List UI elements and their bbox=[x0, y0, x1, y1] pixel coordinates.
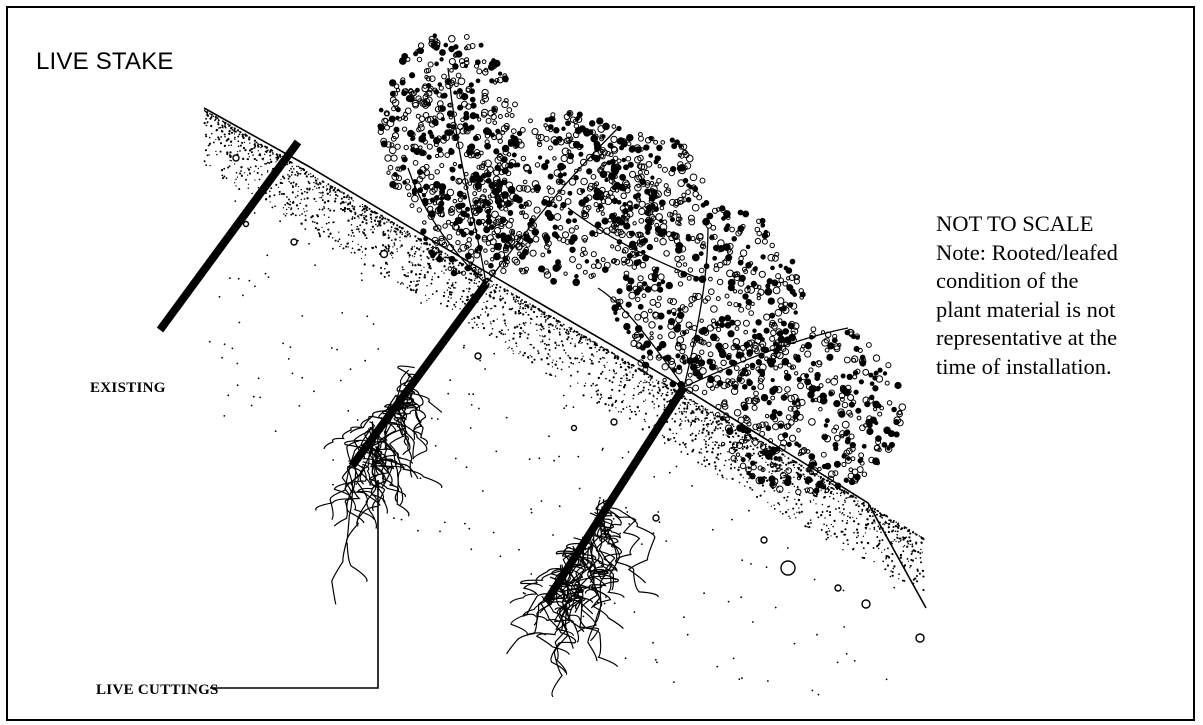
not-to-scale-heading: NOT TO SCALE bbox=[936, 211, 1094, 236]
live-cutting-stake-1 bbox=[348, 281, 490, 469]
note-line: plant material is not bbox=[936, 296, 1116, 322]
foliage-canopy bbox=[377, 33, 907, 496]
note-line: representative at the bbox=[936, 325, 1118, 350]
existing-stake bbox=[156, 139, 302, 333]
live-cuttings-label: LIVE CUTTINGS bbox=[96, 682, 219, 698]
note-line: time of installation. bbox=[936, 353, 1112, 379]
note-line: Note: Rooted/leafed bbox=[936, 239, 1118, 265]
slope-surface-line bbox=[203, 107, 927, 609]
soil-stipple bbox=[203, 109, 925, 696]
diagram-title: LIVE STAKE bbox=[36, 48, 174, 75]
live-cutting-stake-2 bbox=[542, 384, 688, 605]
slope-illustration bbox=[156, 33, 927, 698]
note-block: NOT TO SCALE Note: Rooted/leafed conditi… bbox=[936, 210, 1193, 381]
root-systems bbox=[315, 365, 659, 698]
drawing-frame: LIVE STAKE NOT TO SCALE Note: Rooted/lea… bbox=[6, 6, 1195, 721]
live-cuttings-leader bbox=[210, 480, 379, 689]
note-line: condition of the bbox=[936, 268, 1079, 293]
existing-label: EXISTING bbox=[90, 380, 166, 396]
soil-pebbles bbox=[232, 154, 925, 643]
